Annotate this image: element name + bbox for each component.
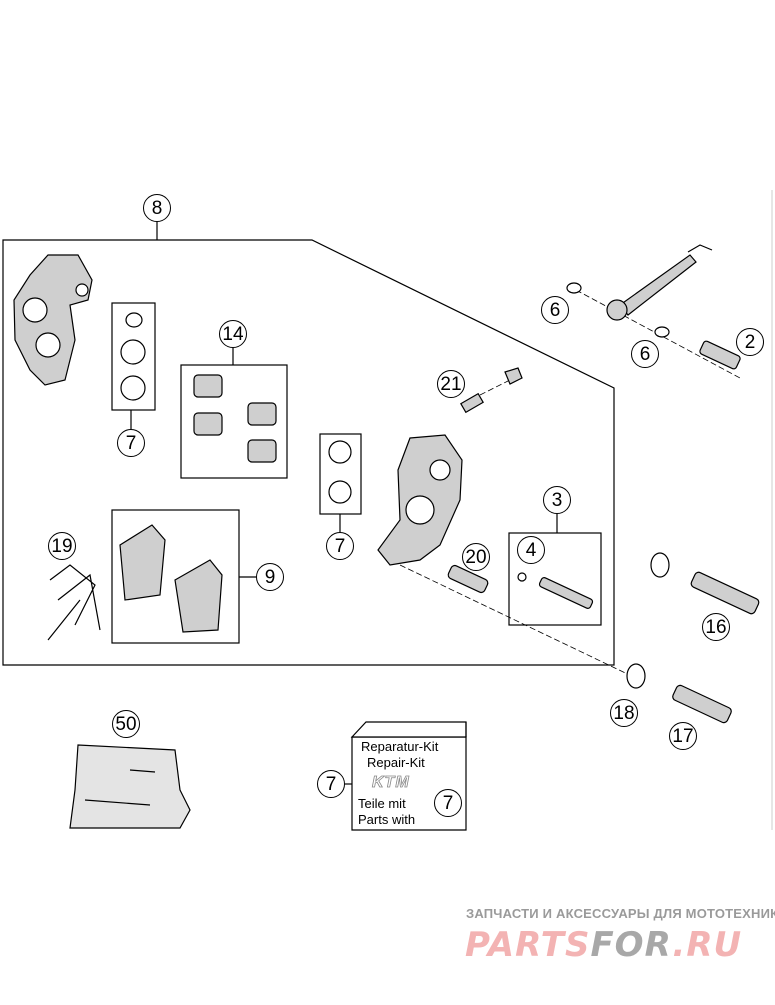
callout-7[interactable]: 7 — [317, 770, 345, 798]
repair-kit-label-de: Reparatur-Kit — [361, 739, 439, 754]
callout-7[interactable]: 7 — [117, 429, 145, 457]
assembly-outline — [2, 239, 615, 666]
callout-6[interactable]: 6 — [631, 340, 659, 368]
pin-box — [508, 532, 602, 626]
callout-21[interactable]: 21 — [437, 370, 465, 398]
callout-7[interactable]: 7 — [326, 532, 354, 560]
ktm-logo: KTM — [372, 774, 410, 792]
watermark-logo: PARTSFOR.RU — [465, 926, 742, 964]
repair-kit-parts-en: Parts with — [358, 812, 416, 827]
callout-6[interactable]: 6 — [541, 296, 569, 324]
watermark-brand-3: .RU — [672, 925, 743, 965]
callout-18[interactable]: 18 — [610, 699, 638, 727]
seal-kit-box — [111, 302, 156, 411]
callout-17[interactable]: 17 — [669, 722, 697, 750]
piston-box — [180, 364, 288, 479]
callout-14[interactable]: 14 — [219, 320, 247, 348]
callout-8[interactable]: 8 — [143, 194, 171, 222]
repair-kit-parts-de: Teile mit — [358, 796, 406, 811]
spring-clip — [47, 564, 101, 641]
callout-19[interactable]: 19 — [48, 532, 76, 560]
callout-2[interactable]: 2 — [736, 328, 764, 356]
brake-pad — [174, 559, 223, 633]
watermark-tagline: ЗАПЧАСТИ И АКСЕССУАРЫ ДЛЯ МОТОТЕХНИКИ — [466, 906, 775, 921]
callout-4[interactable]: 4 — [517, 536, 545, 564]
callout-3[interactable]: 3 — [543, 486, 571, 514]
callout-16[interactable]: 16 — [702, 613, 730, 641]
callout-7[interactable]: 7 — [434, 789, 462, 817]
callout-9[interactable]: 9 — [256, 563, 284, 591]
brake-pad — [119, 524, 166, 601]
watermark-brand-1: PARTS — [465, 925, 591, 965]
grease-pouch — [69, 744, 191, 829]
callout-50[interactable]: 50 — [112, 710, 140, 738]
caliper-housing — [13, 254, 93, 386]
callout-20[interactable]: 20 — [462, 543, 490, 571]
watermark-brand-2: FOR — [590, 925, 673, 965]
repair-kit-label-en: Repair-Kit — [367, 755, 425, 770]
